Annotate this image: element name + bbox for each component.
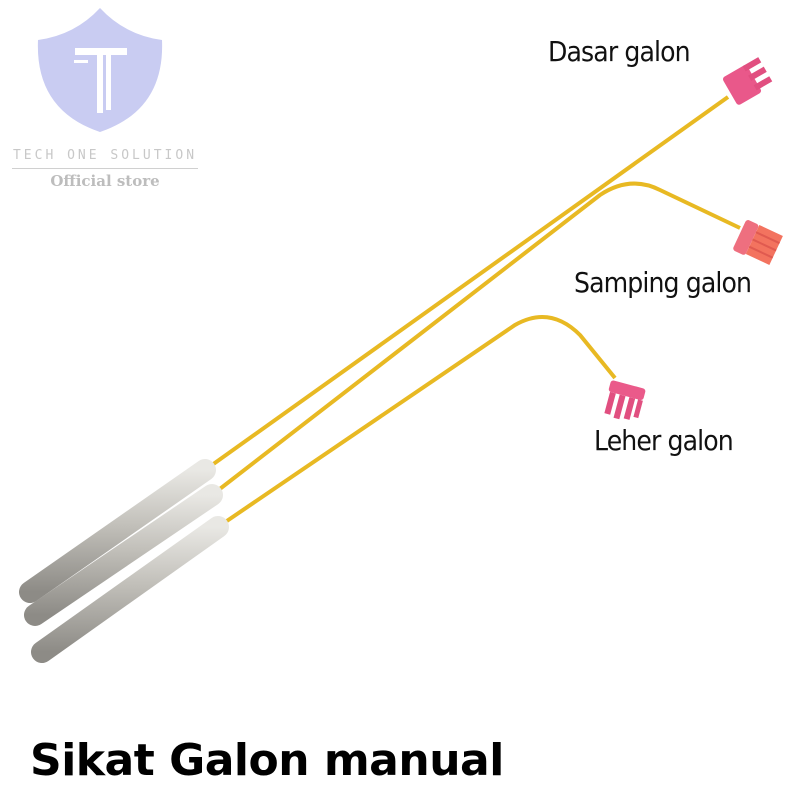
logo-subtitle: Official store: [50, 172, 160, 190]
brush-dasar: [19, 57, 773, 603]
label-dasar-galon: Dasar galon: [548, 35, 691, 68]
label-leher-galon: Leher galon: [594, 424, 734, 457]
label-samping-galon: Samping galon: [574, 266, 752, 299]
logo-divider: [12, 168, 198, 169]
product-title: Sikat Galon manual: [30, 735, 504, 786]
logo-brand-text: TECH ONE SOLUTION: [12, 148, 198, 163]
brush-samping: [24, 181, 783, 626]
brush-leher: [31, 315, 646, 663]
logo-shield-icon: [37, 8, 163, 132]
